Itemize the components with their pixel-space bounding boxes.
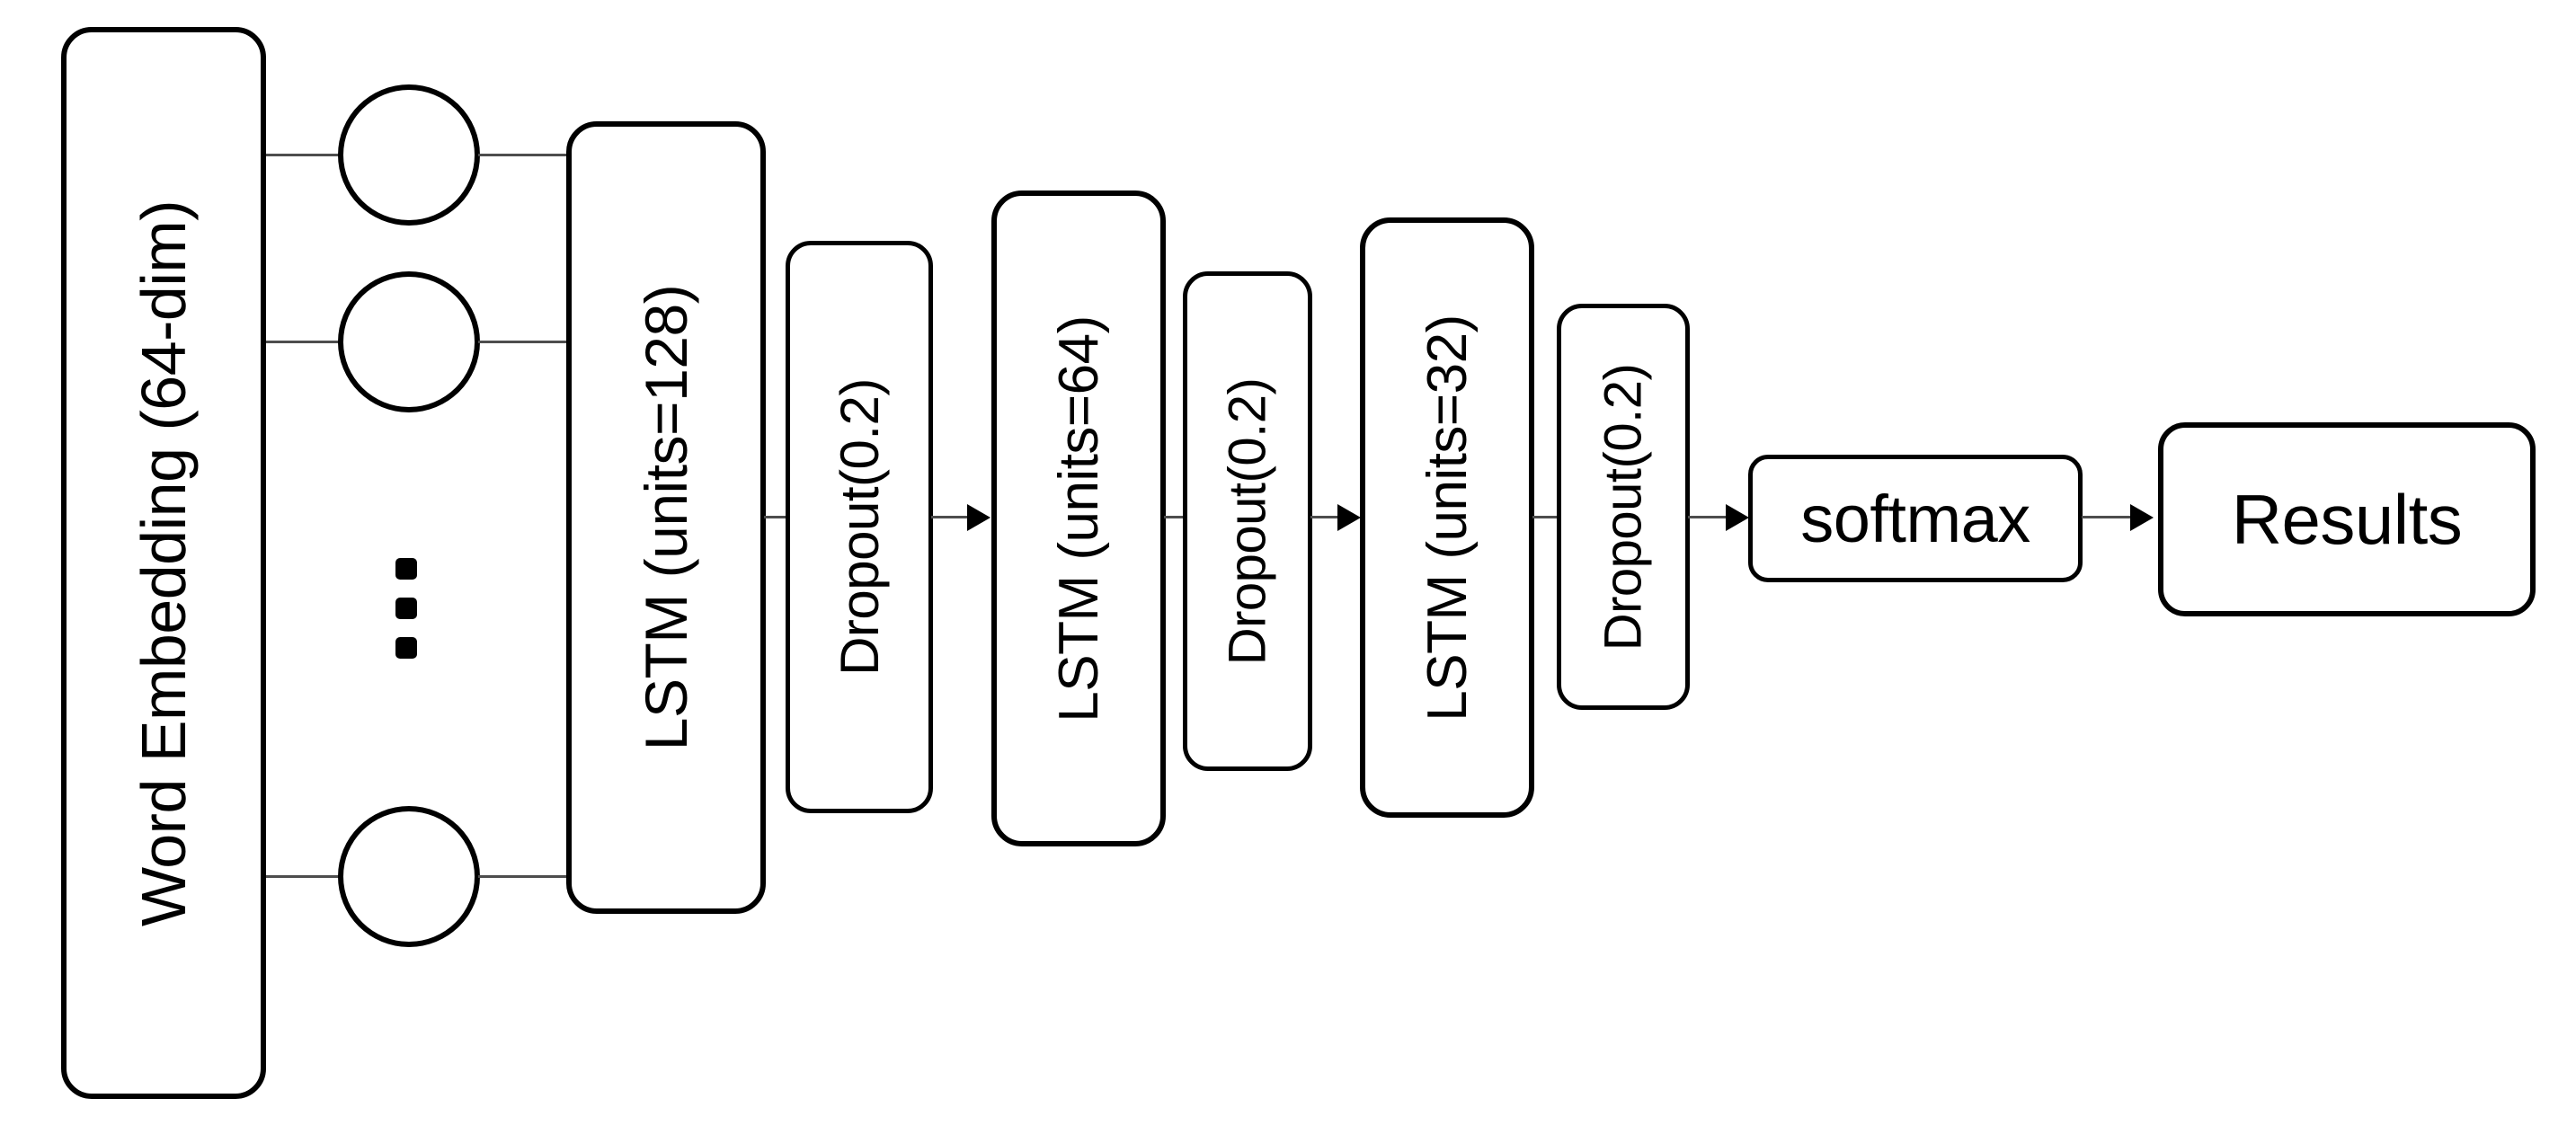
node-lstm-64-label: LSTM (units=64) (1047, 315, 1110, 722)
wire-embedding-neuron-1 (266, 154, 340, 156)
node-softmax-label: softmax (1800, 481, 2030, 556)
node-dropout-2[interactable]: Dropout(0.2) (1183, 271, 1312, 771)
node-lstm-64[interactable]: LSTM (units=64) (991, 190, 1166, 846)
node-word-embedding-label: Word Embedding (64-dim) (129, 199, 200, 926)
wire-lstm1-dropout1 (764, 516, 787, 518)
wire-embedding-neuron-3 (266, 875, 340, 878)
neuron-ellipsis-dot-1 (395, 558, 417, 580)
arrowhead-softmax-results (2130, 504, 2154, 531)
arrowhead-dropout3-softmax (1726, 504, 1749, 531)
node-lstm-32-label: LSTM (units=32) (1416, 314, 1479, 722)
node-dropout-3-label: Dropout(0.2) (1594, 363, 1653, 651)
arrowhead-dropout2-lstm3 (1337, 504, 1361, 531)
neuron-ellipsis-dot-2 (395, 598, 417, 619)
node-lstm-128-label: LSTM (units=128) (633, 284, 700, 751)
arrowhead-dropout1-lstm2 (967, 504, 990, 531)
node-dropout-1[interactable]: Dropout(0.2) (786, 241, 933, 813)
node-word-embedding[interactable]: Word Embedding (64-dim) (61, 27, 266, 1099)
neuron-circle-1[interactable] (338, 84, 480, 226)
node-softmax[interactable]: softmax (1748, 455, 2083, 582)
wire-dropout1-lstm2 (931, 516, 971, 518)
wire-dropout2-lstm3 (1310, 516, 1341, 518)
neuron-ellipsis-dot-3 (395, 637, 417, 659)
node-results-label: Results (2231, 479, 2463, 559)
wire-embedding-neuron-2 (266, 341, 340, 343)
node-lstm-32[interactable]: LSTM (units=32) (1360, 217, 1534, 818)
neuron-circle-3[interactable] (338, 806, 480, 947)
wire-lstm3-dropout3 (1532, 516, 1559, 518)
wire-neuron-1-lstm1 (478, 154, 570, 156)
node-dropout-2-label: Dropout(0.2) (1218, 377, 1277, 665)
node-dropout-1-label: Dropout(0.2) (829, 378, 890, 676)
node-results[interactable]: Results (2158, 422, 2536, 616)
wire-dropout3-softmax (1688, 516, 1729, 518)
node-dropout-3[interactable]: Dropout(0.2) (1557, 304, 1690, 710)
wire-lstm2-dropout2 (1164, 516, 1186, 518)
neuron-circle-2[interactable] (338, 271, 480, 412)
wire-neuron-2-lstm1 (478, 341, 570, 343)
node-lstm-128[interactable]: LSTM (units=128) (566, 121, 766, 914)
wire-neuron-3-lstm1 (478, 875, 570, 878)
wire-softmax-results (2082, 516, 2134, 518)
